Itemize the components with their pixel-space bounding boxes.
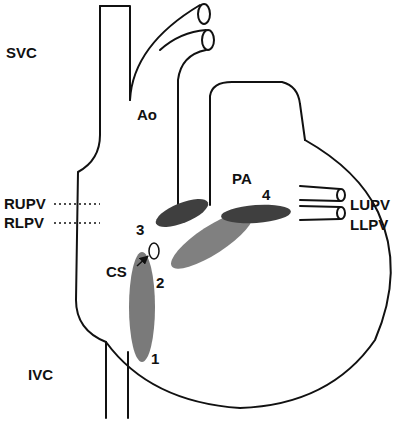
svc-top <box>100 6 130 100</box>
leader-line <box>54 203 100 205</box>
callout-number: 1 <box>151 350 159 368</box>
vessel-label: RUPV <box>4 195 46 213</box>
vessel-label: RLPV <box>4 214 44 232</box>
vein-opening <box>337 189 345 201</box>
aorta-outer <box>130 5 200 100</box>
aorta-opening <box>198 4 210 24</box>
vena-cava-outline <box>76 6 106 418</box>
region-1 <box>129 252 155 362</box>
vessel-label: CS <box>106 263 127 281</box>
ivc-right <box>127 352 129 418</box>
vessel-label: Ao <box>137 106 157 124</box>
region-4 <box>220 203 291 226</box>
cs-arrow <box>137 256 148 266</box>
aorta-inner <box>178 50 206 215</box>
vessel-label: PA <box>232 170 252 188</box>
pulmonary-vein <box>300 186 340 220</box>
aorta-branch <box>160 30 206 50</box>
callout-number: 3 <box>136 221 144 239</box>
vessel-label: SVC <box>6 44 37 62</box>
region-3 <box>152 193 211 233</box>
aorta-opening <box>202 30 214 50</box>
leader-line <box>54 222 100 224</box>
pa-trunk <box>210 82 305 205</box>
vessel-label: LUPV <box>350 196 390 214</box>
callout-number: 4 <box>262 186 270 204</box>
heart-outline <box>106 140 391 408</box>
callout-number: 2 <box>156 274 164 292</box>
vessel-label: LLPV <box>350 216 388 234</box>
vein-opening <box>337 207 345 219</box>
vessel-label: IVC <box>28 366 53 384</box>
cs-ostium <box>149 243 159 259</box>
